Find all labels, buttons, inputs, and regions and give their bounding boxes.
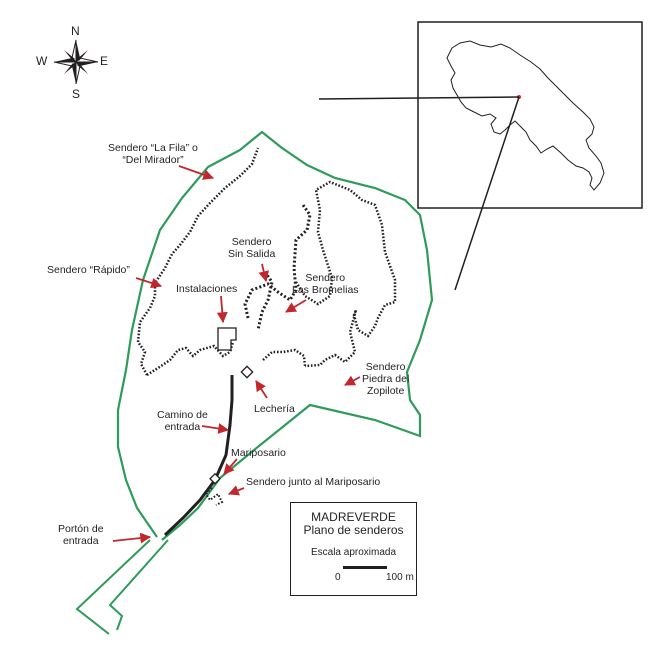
arrow-mariposario	[223, 458, 238, 475]
label-la-fila-line1: Sendero “La Fila” o	[108, 142, 198, 154]
label-instalaciones: Instalaciones	[176, 283, 238, 295]
main-access-road	[163, 375, 234, 537]
inset-leader-line-2	[454, 96, 520, 291]
legend-title: MADREVERDE	[311, 510, 396, 524]
label-camino-line1: Camino de	[157, 409, 208, 421]
scale-zero: 0	[335, 572, 341, 583]
label-porton-line2: entrada	[62, 535, 99, 547]
label-camino-line2: entrada	[164, 421, 201, 433]
trail-mariposario	[204, 487, 224, 506]
arrow-camino	[201, 423, 230, 434]
arrow-piedra	[344, 375, 361, 386]
map-legend: MADREVERDE Plano de senderos Escala apro…	[290, 502, 417, 596]
label-camino: Camino de entrada	[157, 409, 208, 433]
label-junto-mariposario: Sendero junto al Mariposario	[246, 476, 381, 488]
building-mariposario	[209, 472, 221, 485]
scale-end: 100 m	[386, 572, 414, 583]
compass-south: S	[72, 87, 81, 101]
building-lecheria	[240, 365, 254, 379]
scale-bar	[343, 566, 387, 569]
label-piedra-line1: Sendero	[365, 361, 406, 373]
label-bromelias: Sendero Las Bromelias	[292, 272, 359, 296]
label-rapido: Sendero “Rápido”	[47, 264, 130, 276]
scale-label: Escala aproximada	[310, 547, 397, 558]
building-instalaciones	[217, 327, 237, 351]
trail-rapido	[146, 341, 235, 377]
compass-west: W	[36, 54, 48, 68]
label-mariposario: Mariposario	[231, 447, 286, 459]
arrow-lecheria	[255, 380, 268, 399]
label-bromelias-line2: Las Bromelias	[292, 284, 359, 296]
trail-piedra-del-zopilote	[262, 348, 307, 367]
arrow-la-fila	[178, 165, 215, 180]
label-la-fila-line2: “Del Mirador”	[122, 154, 184, 166]
compass-north: N	[71, 24, 80, 38]
compass-east: E	[100, 54, 109, 68]
label-porton-line1: Portón de	[58, 523, 104, 535]
trail-sin-salida-branch	[256, 271, 274, 331]
label-la-fila: Sendero “La Fila” o “Del Mirador”	[108, 142, 198, 166]
trail-bromelias	[294, 180, 397, 368]
arrow-bromelias	[285, 299, 307, 313]
arrow-junto-mariposario	[227, 485, 245, 496]
legend-subtitle: Plano de senderos	[303, 523, 404, 537]
inset-leader-line	[318, 96, 520, 100]
label-piedra: Sendero Piedra del Zopilote	[362, 361, 409, 397]
arrow-porton	[112, 532, 152, 544]
compass-rose-icon	[53, 39, 99, 85]
inset-frame	[417, 21, 643, 209]
property-boundary	[116, 130, 434, 541]
label-sin-salida-line2: Sin Salida	[228, 248, 276, 260]
label-piedra-line2: Piedra del	[362, 373, 410, 385]
entrance-road-left	[75, 539, 151, 635]
label-sin-salida: Sendero Sin Salida	[228, 236, 275, 260]
label-bromelias-line1: Sendero	[305, 272, 346, 284]
trail-la-fila	[136, 147, 260, 376]
entrance-road-right	[108, 539, 169, 631]
label-sin-salida-line1: Sendero	[231, 236, 272, 248]
pointer-arrows	[112, 165, 361, 544]
arrow-instalaciones	[216, 295, 228, 324]
arrow-sin-salida	[258, 263, 270, 283]
label-porton: Portón de entrada	[58, 523, 104, 547]
label-lecheria: Lechería	[254, 403, 295, 415]
label-piedra-line3: Zopilote	[366, 385, 405, 397]
arrow-rapido	[135, 277, 163, 289]
trail-sin-salida	[243, 204, 312, 319]
country-outline	[446, 40, 605, 191]
